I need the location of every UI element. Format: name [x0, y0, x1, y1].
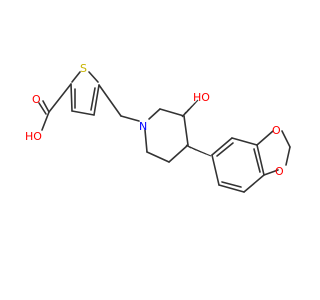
bond-c-o-double-b — [38, 102, 47, 115]
bond-ar4-ar5 — [243, 174, 265, 193]
bond-ar6-ar1 — [211, 154, 220, 186]
bond-c5-c6 — [146, 151, 170, 163]
bond-ar-double-2 — [253, 148, 261, 173]
bond-c2-c3 — [70, 83, 73, 112]
bond-c3-c4 — [71, 110, 95, 116]
bond-thiophene-ch2 — [98, 84, 122, 117]
bond-o1-ch2 — [281, 130, 291, 148]
bond-c6-n — [144, 129, 148, 153]
bond-s-c2 — [71, 71, 81, 83]
dioxole-oxygen-bottom-label: O — [275, 165, 284, 178]
bond-c2-c3 — [159, 108, 185, 117]
structure-diagram: S O HO N HO O O — [25, 62, 291, 193]
sulfur-atom-label: S — [80, 62, 87, 75]
bond-c4-c5 — [93, 84, 100, 116]
bond-ar5-ar6 — [218, 184, 245, 193]
bond-ch2-o2 — [285, 146, 291, 166]
bond-s-c5 — [88, 71, 99, 83]
bond-ar3-ar4 — [256, 144, 265, 176]
bond-c4-c5 — [168, 144, 189, 163]
nitrogen-atom-label: N — [139, 120, 147, 133]
bond-c-oh — [41, 111, 50, 131]
bond-c2-ccooh — [48, 83, 72, 113]
carboxyl-hydroxyl-label: HO — [25, 130, 42, 143]
bond-ar3-o1 — [256, 130, 274, 146]
hashed-bond-hydroxyl — [181, 99, 199, 118]
hashed-bond-aryl — [185, 144, 212, 157]
thiophene-ring — [70, 71, 100, 116]
benzene-ring — [211, 137, 265, 193]
bond-o2-ar4 — [263, 169, 279, 176]
bond-ar1-ar2 — [211, 137, 233, 156]
bond-ch2-n — [120, 115, 140, 122]
carbonyl-oxygen-label: O — [32, 93, 41, 106]
molecule-structure-canvas: S O HO N HO O O — [25, 62, 291, 193]
bond-c4-c5-double — [90, 87, 96, 111]
dioxole-oxygen-top-label: O — [272, 124, 281, 137]
bond-n-c2 — [148, 108, 161, 120]
piperidine-ring — [144, 108, 189, 163]
dioxole-ring — [256, 130, 291, 176]
hydroxyl-label: HO — [193, 91, 210, 104]
bond-ar-double-3 — [221, 181, 242, 188]
carboxylic-acid-group — [38, 83, 72, 131]
bond-ar2-ar3 — [231, 137, 258, 146]
bond-ar-double-1 — [216, 142, 234, 157]
bond-c3-c4 — [183, 115, 189, 146]
bond-c-o-double-a — [42, 100, 50, 113]
